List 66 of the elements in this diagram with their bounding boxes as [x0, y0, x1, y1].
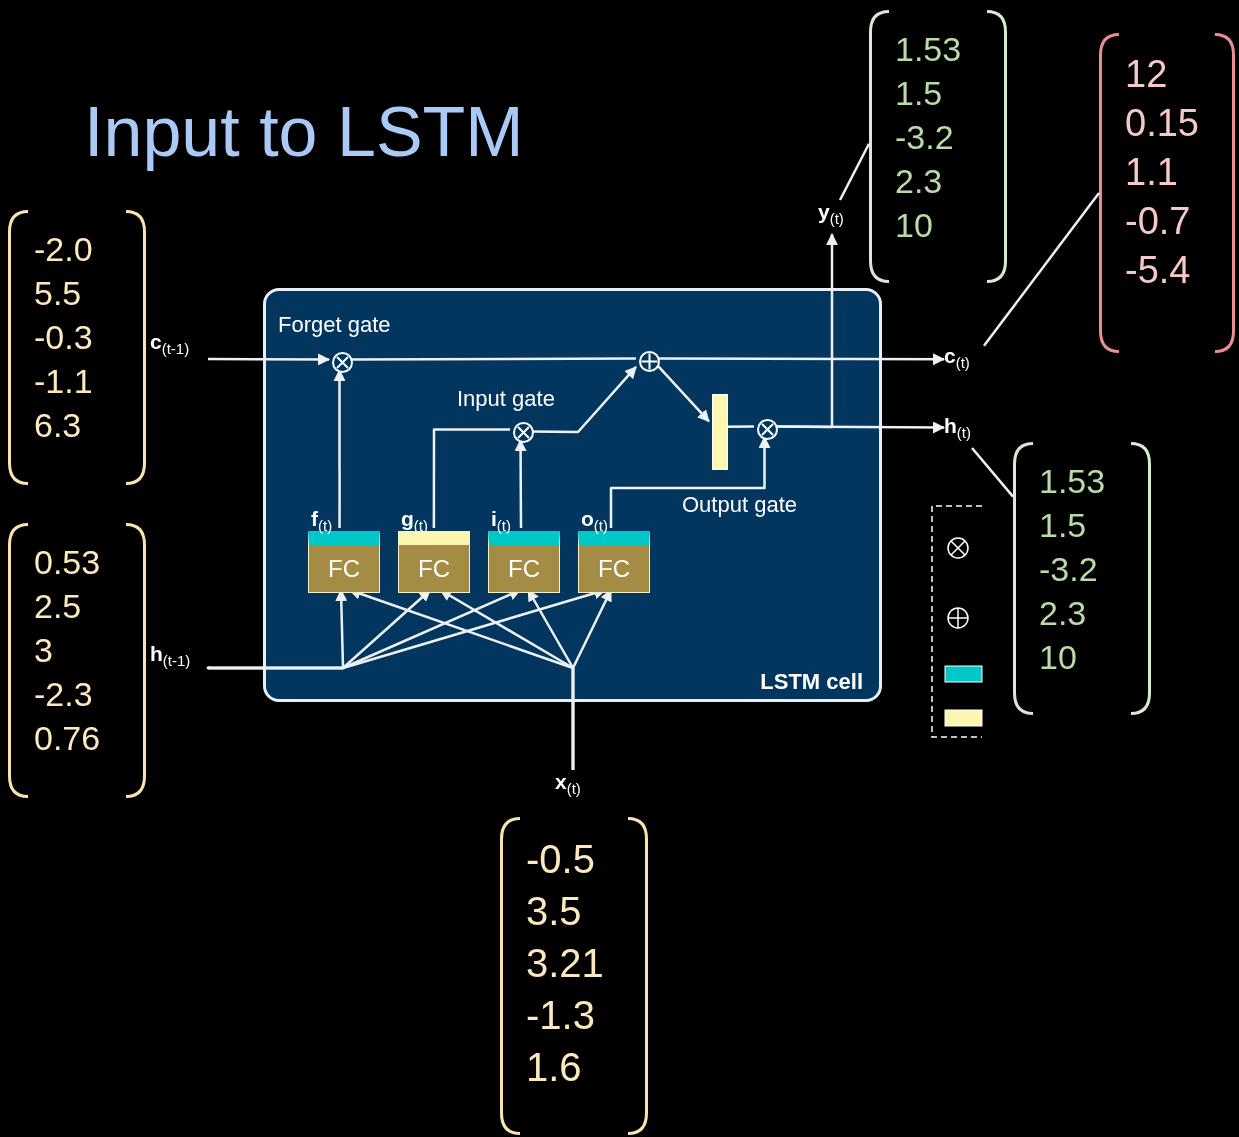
- vector-value: 0.76: [34, 721, 102, 755]
- vector-value: -2.3: [34, 677, 94, 711]
- vector-value: 0.15: [1125, 104, 1200, 142]
- arrow: [657, 353, 945, 366]
- leader-line: [983, 192, 1100, 347]
- signal-label: y$_{(t)}$: [818, 200, 844, 228]
- vector-value: 3.5: [526, 891, 583, 931]
- vector-value: -1.1: [34, 364, 94, 398]
- vector-value: -3.2: [895, 120, 955, 154]
- vector-value: -2.0: [34, 232, 94, 266]
- signal-label: h$_{(t)}$: [944, 414, 971, 442]
- arrow: [775, 233, 838, 429]
- layer-label: FC: [328, 554, 360, 583]
- multiply-operator: [513, 422, 534, 443]
- vector-value: 2.3: [1039, 596, 1088, 630]
- vector-value: 10: [1039, 640, 1078, 674]
- signal-label: x$_{(t)}$: [555, 770, 581, 798]
- arrow: [609, 436, 771, 528]
- vector-value: 1.53: [1039, 464, 1107, 498]
- vector-value: -1.3: [526, 995, 596, 1035]
- vector-value: -0.7: [1125, 202, 1192, 240]
- gate-label: Forget gate: [278, 312, 391, 338]
- vector-value: -0.5: [526, 839, 596, 879]
- gate-output-label: f$_{(t)}$: [311, 507, 333, 535]
- vector-value: 6.3: [34, 408, 83, 442]
- arrow: [333, 369, 346, 528]
- vector-value: 1.5: [895, 76, 944, 110]
- layer-label: FC: [598, 554, 630, 583]
- leader-line: [838, 143, 871, 201]
- lstm-cell-box: [263, 288, 882, 702]
- activation-bar: [712, 394, 728, 470]
- multiply-operator: [332, 352, 353, 373]
- signal-label: h$_{(t-1)}$: [150, 642, 191, 670]
- vector-value: 2.5: [34, 589, 83, 623]
- vector-value: 3: [34, 633, 54, 667]
- leader-line: [971, 447, 1014, 498]
- gate-label: Output gate: [682, 492, 797, 518]
- vector-value: 10: [895, 208, 934, 242]
- vector-value: -3.2: [1039, 552, 1099, 586]
- gate-output-label: g$_{(t)}$: [401, 507, 428, 535]
- vector-value: 1.53: [895, 32, 963, 66]
- vector-value: 2.3: [895, 164, 944, 198]
- vector-value: 1.1: [1125, 153, 1179, 191]
- vector-value: 5.5: [34, 276, 83, 310]
- vector-value: 0.53: [34, 545, 102, 579]
- arrow: [514, 439, 527, 528]
- gate-output-label: i$_{(t)}$: [491, 507, 511, 535]
- gate-output-label: o$_{(t)}$: [581, 507, 608, 535]
- signal-label: c$_{(t)}$: [944, 344, 970, 372]
- arrow: [531, 366, 637, 434]
- vector-value: 1.6: [526, 1047, 583, 1087]
- vector-value: 3.21: [526, 943, 605, 983]
- gate-label: Input gate: [457, 386, 555, 412]
- signal-label: c$_{(t-1)}$: [150, 330, 190, 358]
- cell-title: LSTM cell: [760, 669, 863, 695]
- diagram-title: Input to LSTM: [84, 92, 524, 172]
- vector-value: 12: [1125, 55, 1169, 93]
- multiply-operator: [757, 419, 778, 440]
- vector-value: -5.4: [1125, 251, 1192, 289]
- add-operator: [639, 351, 660, 372]
- arrow: [656, 363, 710, 423]
- vector-value: 1.5: [1039, 508, 1088, 542]
- arrow: [208, 353, 330, 366]
- vector-value: -0.3: [34, 320, 94, 354]
- layer-label: FC: [508, 554, 540, 583]
- layer-label: FC: [418, 554, 450, 583]
